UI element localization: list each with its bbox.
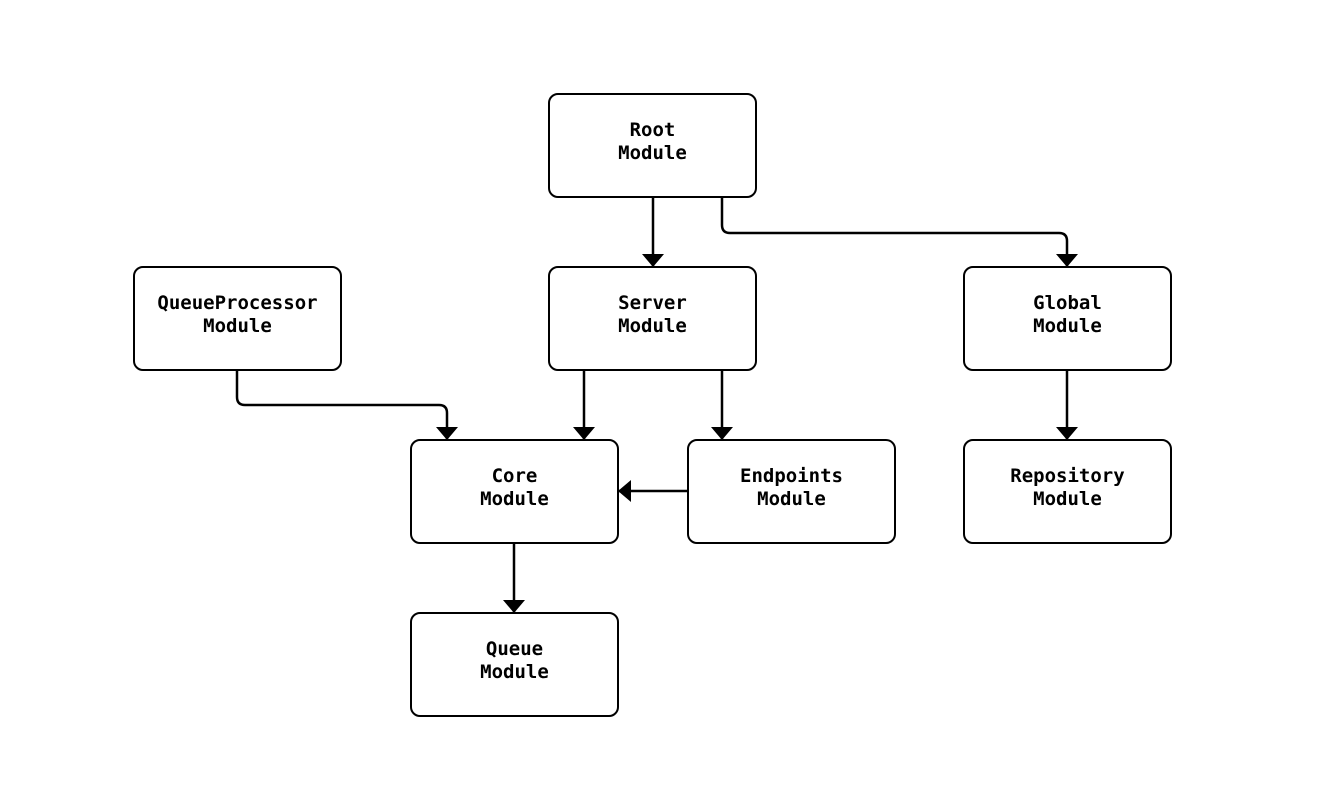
node-label: Global Module [1033,292,1102,337]
node-global-module: Global Module [963,266,1172,371]
node-core-module: Core Module [410,439,619,544]
node-label: Endpoints Module [740,465,843,510]
node-repository-module: Repository Module [963,439,1172,544]
node-label: QueueProcessor Module [157,292,318,337]
node-label: Queue Module [480,638,549,683]
edge-queueprocessor-to-core [235,371,458,440]
node-queueprocessor-module: QueueProcessor Module [133,266,342,371]
node-queue-module: Queue Module [410,612,619,717]
node-root-module: Root Module [548,93,757,198]
node-endpoints-module: Endpoints Module [687,439,896,544]
node-label: Repository Module [1010,465,1125,510]
edge-root-to-global [720,198,1078,267]
node-label: Root Module [618,119,687,164]
node-label: Server Module [618,292,687,337]
node-label: Core Module [480,465,549,510]
node-server-module: Server Module [548,266,757,371]
